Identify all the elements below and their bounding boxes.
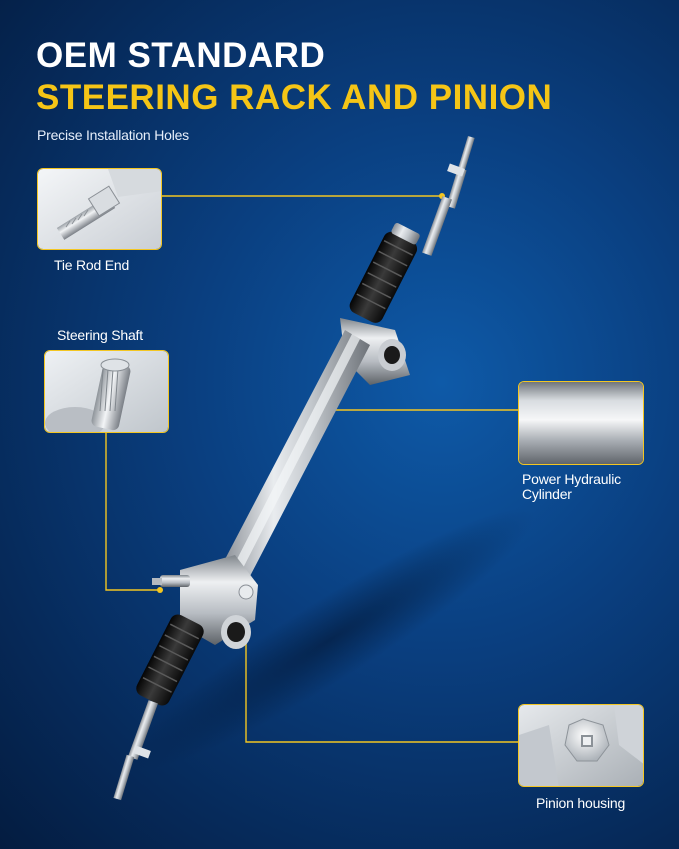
bottom-tie-rod xyxy=(113,700,158,801)
steering-shaft-image xyxy=(45,351,168,432)
pinion-housing-body xyxy=(152,555,258,649)
tie-rod-end-thumbnail xyxy=(37,168,162,250)
power-hydraulic-cylinder-thumbnail xyxy=(518,381,644,465)
subtitle: Precise Installation Holes xyxy=(37,127,189,143)
power-hydraulic-cylinder-image xyxy=(519,382,643,464)
pinion-housing-label: Pinion housing xyxy=(536,795,626,811)
main-tube xyxy=(222,330,370,580)
title-line-1: OEM STANDARD xyxy=(36,36,326,75)
bottom-boot xyxy=(136,614,204,706)
tie-rod-end-label: Tie Rod End xyxy=(54,257,130,273)
tie-rod-end-image xyxy=(38,169,161,249)
steering-shaft-line xyxy=(105,433,160,591)
top-tie-rod xyxy=(422,135,475,256)
steering-shaft-label: Steering Shaft xyxy=(57,327,143,343)
title-line-2: STEERING RACK AND PINION xyxy=(36,78,553,117)
pinion-housing-image xyxy=(519,705,643,786)
steering-shaft-thumbnail xyxy=(44,350,169,433)
rack-shadow xyxy=(125,508,535,772)
pinion-housing-thumbnail xyxy=(518,704,644,787)
power-hydraulic-cylinder-label: Power Hydraulic Cylinder xyxy=(522,471,621,502)
top-boot xyxy=(349,223,420,323)
